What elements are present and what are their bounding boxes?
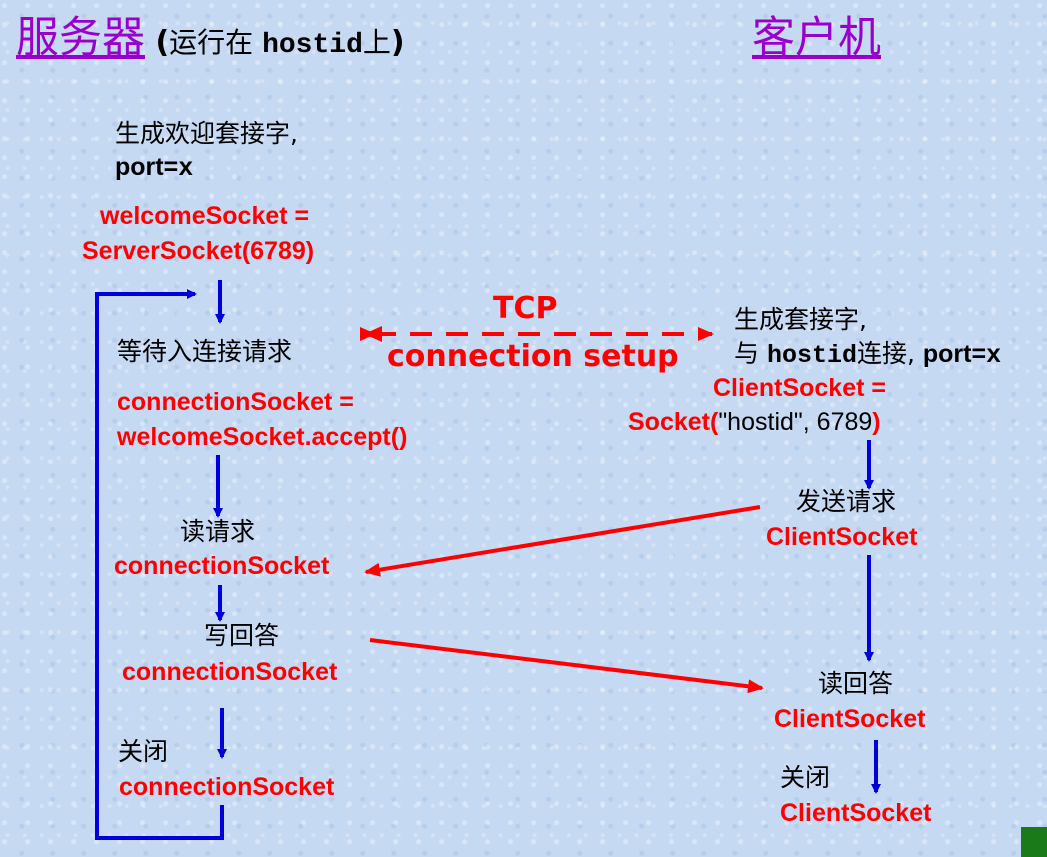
server-port-value: x: [178, 154, 194, 183]
wait-connection-label: 等待入连接请求: [117, 337, 293, 366]
server-port-label: port=: [115, 153, 179, 181]
server-paren-open: (: [145, 25, 170, 60]
accept-line1: connectionSocket =: [117, 388, 354, 416]
client-socket-fn: Socket(: [628, 408, 719, 436]
client-close-label: 关闭: [780, 763, 831, 792]
client-connect-line: 与 hostid连接, port=x: [734, 339, 1002, 371]
client-socket-args: "hostid", 6789: [718, 408, 873, 436]
tcp-label: TCP: [493, 291, 558, 326]
server-on: 上: [362, 26, 391, 59]
read-reply-socket: ClientSocket: [774, 705, 926, 733]
server-run-on: 运行在: [169, 26, 263, 59]
client-socket-line1: ClientSocket =: [713, 374, 886, 402]
server-close-label: 关闭: [118, 737, 169, 766]
send-request-label: 发送请求: [796, 487, 897, 516]
tcp-left-head: [364, 326, 382, 342]
connection-setup-label: connection setup: [387, 339, 679, 374]
client-title: 客户机: [752, 13, 881, 63]
server-create-socket-label: 生成欢迎套接字,: [115, 119, 298, 148]
client-socket-close: ): [872, 408, 881, 436]
arrow-request-message: [364, 505, 761, 577]
server-title: 服务器: [16, 13, 145, 63]
client-socket-line2: Socket("hostid", 6789): [628, 408, 881, 437]
client-create-socket-label: 生成套接字,: [734, 305, 867, 334]
welcome-socket-line1: welcomeSocket =: [100, 202, 310, 230]
write-reply-label: 写回答: [204, 621, 280, 650]
slide-corner-marker: [1021, 827, 1047, 857]
arrow-reply-message: [369, 638, 764, 694]
accept-line2: welcomeSocket.accept(): [117, 423, 408, 451]
server-host: hostid: [262, 30, 363, 61]
read-reply-label: 读回答: [818, 669, 894, 698]
write-reply-socket: connectionSocket: [122, 658, 338, 686]
client-close-socket: ClientSocket: [780, 799, 932, 827]
send-request-socket: ClientSocket: [766, 523, 918, 551]
client-connect-prefix: 与: [734, 339, 767, 368]
client-port-value: x: [986, 341, 1002, 370]
server-close-socket: connectionSocket: [119, 773, 335, 801]
client-connect-mid: 连接,: [856, 339, 923, 368]
server-port-line: port=x: [115, 153, 193, 184]
server-paren-close: ): [390, 25, 405, 60]
loop-back-arrow: [95, 289, 224, 840]
read-request-label: 读请求: [180, 517, 256, 546]
client-connect-host: hostid: [766, 341, 857, 370]
client-port-label: port=: [922, 340, 987, 368]
welcome-socket-line2: ServerSocket(6789): [82, 237, 315, 265]
read-request-socket: connectionSocket: [114, 552, 330, 580]
server-header: 服务器 (运行在 hostid上): [16, 13, 405, 63]
